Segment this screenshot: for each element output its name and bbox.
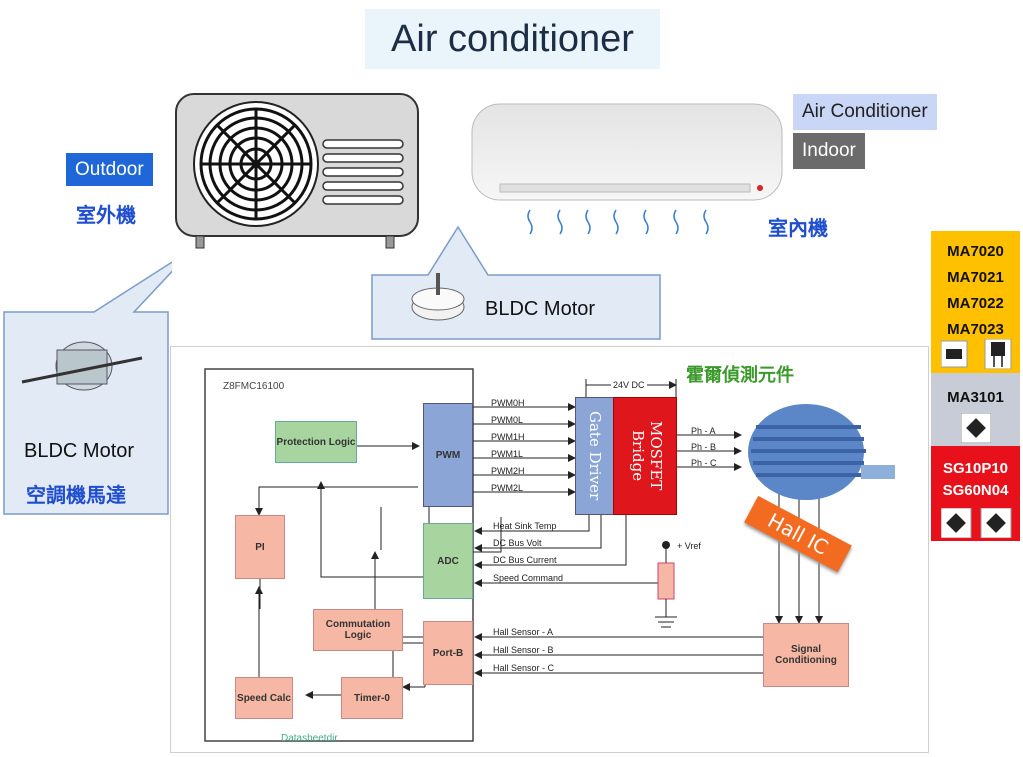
signal-conditioning-block: Signal Conditioning <box>763 623 849 687</box>
watermark-text: Datasheetdir <box>281 733 338 744</box>
hall-sensor-label: Hall Sensor - C <box>493 663 555 673</box>
air-conditioner-label: Air Conditioner <box>793 94 937 130</box>
pwm-signal-label: PWM2L <box>491 483 524 493</box>
chip-package-icon <box>961 413 991 443</box>
page-title: Air conditioner <box>365 9 660 69</box>
chip-package-icons <box>941 508 1012 538</box>
motor-illustration <box>748 404 895 500</box>
outdoor-cjk-label: 室外機 <box>76 203 136 227</box>
hall-sensor-cjk-label: 霍爾偵測元件 <box>686 365 794 386</box>
chip-name-label: Z8FMC16100 <box>223 381 285 392</box>
adc-signal-label: DC Bus Volt <box>493 538 542 548</box>
outdoor-label: Outdoor <box>66 153 153 186</box>
protection-logic-block: Protection Logic <box>275 421 357 463</box>
pwm-signal-label: PWM1H <box>491 432 525 442</box>
chip-label: SG60N04 <box>942 482 1009 499</box>
pwm-signal-label: PWM2H <box>491 466 525 476</box>
adc-signal-label: Speed Command <box>493 573 564 583</box>
chip-group-ma3101: MA3101 <box>931 373 1020 446</box>
vref-label: + Vref <box>677 541 701 551</box>
adc-signal-label: Heat Sink Temp <box>493 521 557 531</box>
chip-group-ma702x: MA7020 MA7021 MA7022 MA7023 <box>931 231 1020 373</box>
outdoor-motor-label: BLDC Motor <box>24 440 135 462</box>
chip-label: MA7022 <box>947 295 1004 312</box>
mosfet-bridge-label: MOSFET Bridge <box>629 421 665 491</box>
hall-sensor-label: Hall Sensor - A <box>493 627 554 637</box>
chip-label: MA3101 <box>947 389 1004 406</box>
port-b-block: Port-B <box>423 621 473 685</box>
indoor-unit-image <box>471 103 783 235</box>
dc-voltage-label: 24V DC <box>611 380 647 390</box>
chip-label: MA7020 <box>947 243 1004 260</box>
chip-group-sg: SG10P10 SG60N04 <box>931 446 1020 541</box>
commutation-logic-block: Commutation Logic <box>313 609 403 651</box>
chip-label: SG10P10 <box>942 460 1009 477</box>
timer-0-block: Timer-0 <box>341 677 403 719</box>
gate-driver-label: Gate Driver <box>586 411 604 501</box>
speed-calc-block: Speed Calc <box>235 677 293 719</box>
phase-label: Ph - A <box>691 426 716 436</box>
pwm-signal-label: PWM1L <box>491 449 524 459</box>
adc-block: ADC <box>423 523 473 599</box>
pwm-block: PWM <box>423 403 473 507</box>
outdoor-unit-image <box>175 93 419 249</box>
indoor-cjk-label: 室內機 <box>768 216 828 240</box>
hall-sensor-label: Hall Sensor - B <box>493 645 554 655</box>
chip-label: MA7021 <box>947 269 1004 286</box>
chip-package-icons <box>941 339 1012 369</box>
indoor-label: Indoor <box>793 133 865 169</box>
pwm-signal-label: PWM0H <box>491 398 525 408</box>
phase-label: Ph - B <box>691 442 717 452</box>
indoor-motor-label: BLDC Motor <box>485 298 596 320</box>
chip-label: MA7023 <box>947 321 1004 338</box>
gate-driver-block: Gate Driver <box>575 397 615 515</box>
adc-signal-label: DC Bus Current <box>493 555 557 565</box>
phase-label: Ph - C <box>691 458 717 468</box>
block-diagram: Z8FMC16100 霍爾偵測元件 Protection Logic PWM P… <box>170 346 929 753</box>
indoor-motor-callout-shape <box>371 225 661 340</box>
pwm-signal-label: PWM0L <box>491 415 524 425</box>
pi-block: PI <box>235 515 285 579</box>
outdoor-motor-cjk-label: 空調機馬達 <box>26 483 126 507</box>
mosfet-bridge-block: MOSFET Bridge <box>613 397 677 515</box>
outdoor-motor-callout-shape <box>3 261 172 515</box>
